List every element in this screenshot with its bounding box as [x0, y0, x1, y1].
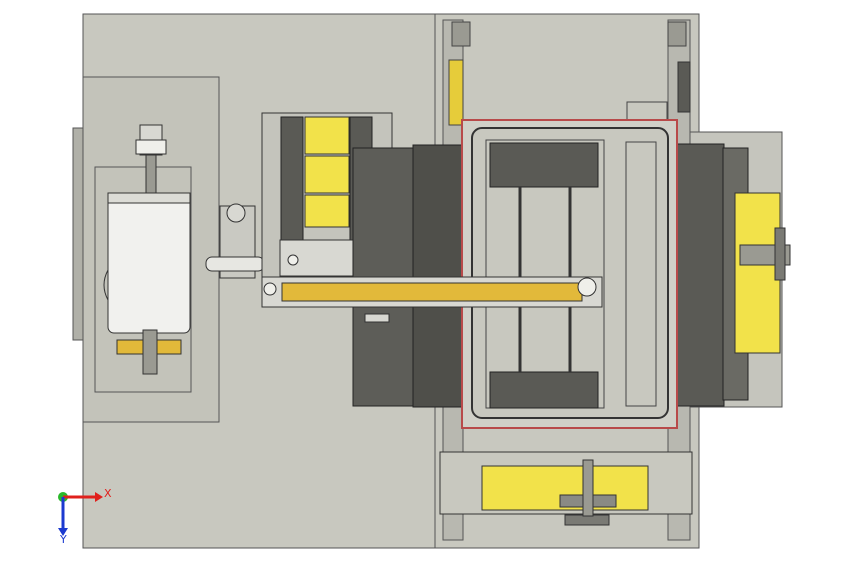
motor-lower-shaft [142, 329, 158, 375]
motor-body [107, 192, 191, 334]
arm-pivot [577, 277, 597, 297]
y-axis-arrowhead [58, 528, 68, 536]
yellow-plate-1 [304, 116, 350, 155]
gear [774, 227, 786, 281]
yellow-plate-2 [304, 155, 350, 194]
connector-strip [448, 59, 464, 126]
motor-shaft [145, 154, 157, 196]
belt-drive [205, 203, 265, 279]
work-frame [461, 119, 678, 429]
bottom-clamp [489, 371, 599, 409]
yellow-housing [734, 192, 781, 354]
y-axis-label: Y [59, 533, 67, 546]
bottom-gear-housing [439, 451, 693, 526]
motor-end-cap [107, 192, 191, 204]
belt [205, 256, 265, 272]
top-clamp [489, 142, 599, 188]
pin [364, 313, 390, 323]
top-right-brackets [448, 21, 691, 126]
left-edge-strip [72, 127, 84, 341]
arm-pivot [263, 282, 277, 296]
x-axis-arrowhead [95, 492, 103, 502]
cover-plate [626, 101, 668, 121]
right-gear-housing [734, 192, 791, 354]
motor-wire [103, 269, 109, 301]
gold-arm [281, 282, 583, 302]
yellow-plate-3 [304, 194, 350, 228]
axes-triad: X Y [58, 487, 112, 546]
bracket [451, 21, 471, 47]
bottom-shaft [582, 459, 594, 517]
x-axis-label: X [104, 487, 112, 500]
motor-assembly [94, 124, 192, 393]
side-slot [625, 141, 657, 407]
coupling-mid [135, 139, 167, 155]
bolt [287, 254, 299, 266]
dark-block-mid [412, 144, 464, 408]
pulley [226, 203, 246, 223]
bracket [667, 21, 687, 47]
dark-block-right [675, 143, 725, 407]
motor-mount-frame [94, 166, 192, 393]
connector-strip [677, 61, 691, 113]
transfer-arm [261, 276, 603, 323]
